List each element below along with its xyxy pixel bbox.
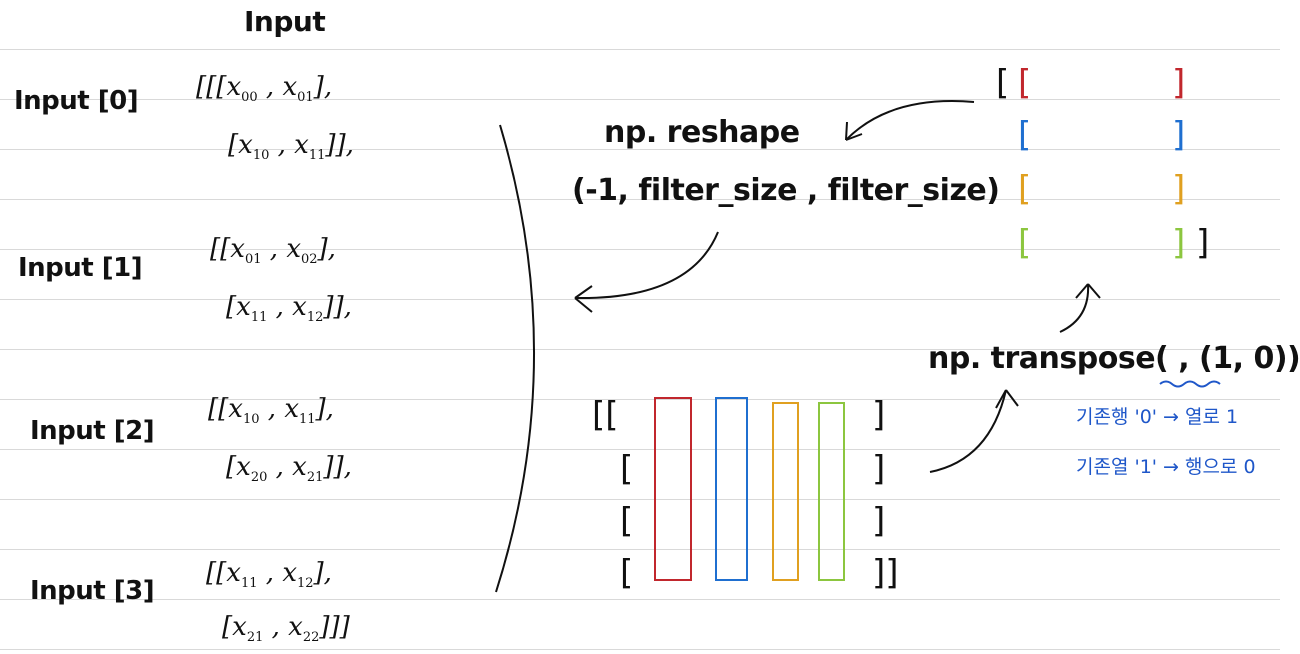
column-box-blue [715,397,748,581]
column-box-green [818,402,845,581]
lower-matrix-open-outer: [[ [592,395,619,435]
lower-matrix-close-outer: ]] [872,553,899,593]
upper-matrix-close-orange: ] [1172,169,1186,209]
arrow-to-transpose [929,389,1007,473]
upper-matrix-open-outer: [ [996,63,1010,103]
arrow-to-upper-matrix [1059,283,1090,333]
lower-matrix-open-row-2: [ [620,449,634,489]
upper-matrix-open-orange: [ [1018,169,1032,209]
upper-matrix-close-green: ] [1172,223,1186,263]
upper-matrix-open-blue: [ [1018,115,1032,155]
upper-matrix-close-outer: ] [1196,223,1210,263]
arrow-to-inputs-head [574,285,593,313]
upper-matrix-open-green: [ [1018,223,1032,263]
input-0-label: Input [0] [14,86,139,116]
column-box-orange [772,402,799,581]
note-col-to-row: 기존열 '1' → 행으로 0 [1076,456,1256,478]
arrow-to-reshape [845,100,975,141]
input-3-row-1: [[x11 , x12], [206,558,332,592]
input-0-row-2: [x10 , x11]], [228,130,354,164]
input-0-row-1: [[[x00 , x01], [196,72,333,106]
input-1-row-2: [x11 , x12]], [226,292,352,326]
input-2-row-2: [x20 , x21]], [226,452,352,486]
lower-matrix-close-row-2: ] [872,449,886,489]
arrow-to-reshape-head [845,121,863,141]
upper-matrix-close-blue: ] [1172,115,1186,155]
grouping-curve [495,124,535,593]
lower-matrix-open-row-3: [ [620,501,634,541]
input-3-label: Input [3] [30,576,155,606]
highlight-squiggle [1159,380,1221,388]
column-box-red [654,397,692,581]
transpose-label: np. transpose( , (1, 0)) [928,341,1300,376]
page-title: Input [244,5,326,38]
input-3-row-2: [x21 , x22]]] [222,612,350,646]
arrow-to-inputs [574,231,719,300]
reshape-label: np. reshape [604,115,800,150]
lower-matrix-open-row-4: [ [620,553,634,593]
arrow-to-transpose-head [995,389,1019,409]
input-1-row-1: [[x01 , x02], [210,234,336,268]
input-1-label: Input [1] [18,253,143,283]
upper-matrix-close-red: ] [1172,63,1186,103]
input-2-row-1: [[x10 , x11], [208,394,334,428]
lower-matrix-close-row-1: ] [872,395,886,435]
lower-matrix-close-row-3: ] [872,501,886,541]
input-2-label: Input [2] [30,416,155,446]
upper-matrix-open-red: [ [1018,63,1032,103]
reshape-args: (-1, filter_size , filter_size) [572,173,1000,208]
note-row-to-col: 기존행 '0' → 열로 1 [1076,406,1239,428]
arrow-to-upper-matrix-head [1075,283,1101,299]
